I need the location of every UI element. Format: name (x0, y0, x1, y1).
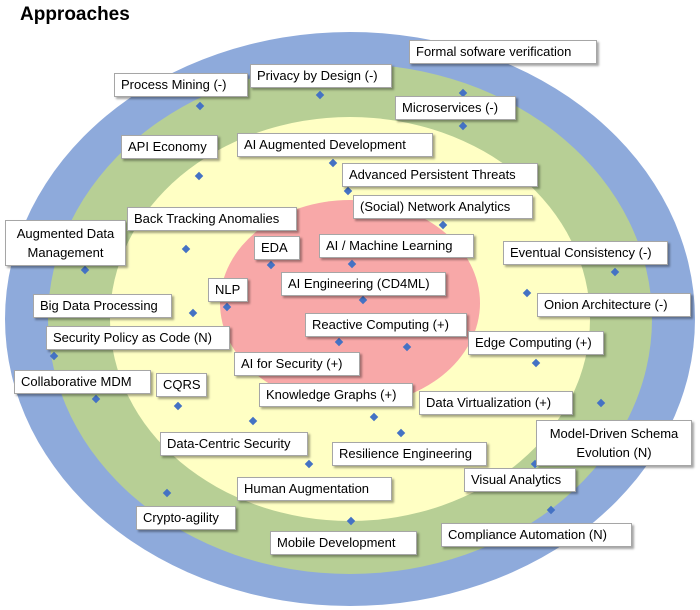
label-nlp: NLP (208, 278, 248, 302)
label-resilience-engineering: Resilience Engineering (332, 442, 487, 466)
label-microservices: Microservices (-) (395, 96, 516, 120)
label-process-mining: Process Mining (-) (114, 73, 248, 97)
label-compliance-automation: Compliance Automation (N) (441, 523, 632, 547)
label-formal-verification: Formal sofware verification (409, 40, 597, 64)
label-back-tracking-anomalies: Back Tracking Anomalies (127, 207, 297, 231)
label-model-driven-schema-evolution: Model-Driven Schema Evolution (N) (536, 420, 692, 466)
label-human-augmentation: Human Augmentation (237, 477, 392, 501)
label-visual-analytics: Visual Analytics (464, 468, 576, 492)
label-security-policy-as-code: Security Policy as Code (N) (46, 326, 230, 350)
label-cqrs: CQRS (156, 373, 207, 397)
label-knowledge-graphs: Knowledge Graphs (+) (259, 383, 413, 407)
label-edge-computing: Edge Computing (+) (468, 331, 604, 355)
label-social-network-analytics: (Social) Network Analytics (353, 195, 533, 219)
label-augmented-data-management: Augmented Data Management (5, 220, 126, 266)
label-big-data-processing: Big Data Processing (33, 294, 172, 318)
label-reactive-computing: Reactive Computing (+) (305, 313, 467, 337)
label-ai-machine-learning: AI / Machine Learning (319, 234, 474, 258)
label-collaborative-mdm: Collaborative MDM (14, 370, 151, 394)
label-ai-engineering: AI Engineering (CD4ML) (281, 272, 446, 296)
label-crypto-agility: Crypto-agility (136, 506, 236, 530)
label-onion-architecture: Onion Architecture (-) (537, 293, 691, 317)
label-api-economy: API Economy (121, 135, 218, 159)
label-ai-augmented-development: AI Augmented Development (237, 133, 433, 157)
label-data-virtualization: Data Virtualization (+) (419, 391, 573, 415)
label-advanced-persistent-threats: Advanced Persistent Threats (342, 163, 538, 187)
label-eventual-consistency: Eventual Consistency (-) (503, 241, 668, 265)
label-eda: EDA (254, 236, 300, 260)
label-ai-for-security: AI for Security (+) (234, 352, 360, 376)
label-data-centric-security: Data-Centric Security (160, 432, 308, 456)
diagram-title: Approaches (20, 4, 130, 25)
label-mobile-development: Mobile Development (270, 531, 417, 555)
label-privacy-by-design: Privacy by Design (-) (250, 64, 392, 88)
